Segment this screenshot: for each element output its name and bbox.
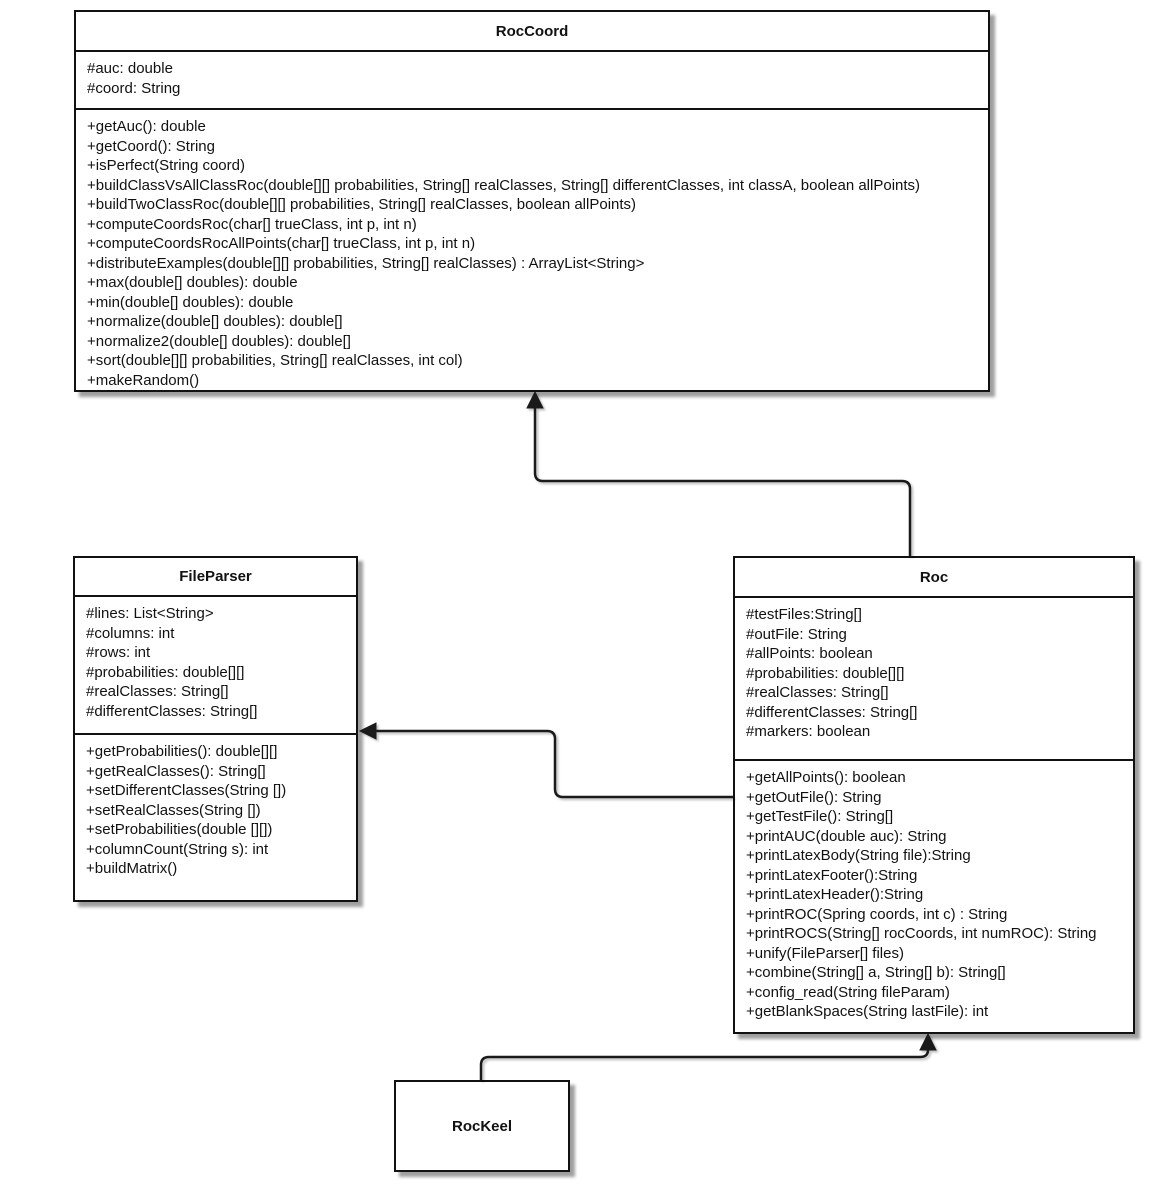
member-line: +min(double[] doubles): double: [87, 293, 294, 311]
member-line: +unify(FileParser[] files): [746, 944, 904, 962]
member-line: #lines: List<String>: [86, 605, 214, 622]
member-line: #probabilities: double[][]: [86, 663, 245, 681]
class-methods-roc: +getAllPoints(): boolean +getOutFile(): S…: [735, 759, 1133, 1032]
member-line: +setDifferentClasses(String []): [86, 782, 287, 799]
relation-line-roc-to-roccoord: [533, 406, 912, 556]
member-line: #differentClasses: String[]: [746, 703, 918, 721]
member-line: +config_read(String fileParam): [746, 983, 950, 1001]
class-title-roccoord: RocCoord: [495, 22, 569, 40]
member-line: #columns: int: [86, 624, 175, 642]
member-line: +printROC(Spring coords, int c) : String: [746, 905, 1008, 923]
class-title-rockeel: RocKeel: [451, 1117, 513, 1135]
arrowhead-icon: [526, 390, 544, 409]
class-box-roccoord: RocCoord #auc: double #coord: String +get…: [74, 10, 990, 392]
member-line: +getTestFile(): String[]: [746, 808, 894, 825]
member-line: +setProbabilities(double [][]): [86, 821, 273, 838]
member-line: #probabilities: double[][]: [746, 664, 905, 682]
member-line: +buildMatrix(): [86, 860, 178, 877]
member-line: +distributeExamples(double[][] probabili…: [87, 254, 645, 272]
relation-roc-to-roccoord: [526, 390, 912, 556]
class-attributes-roc: #testFiles:String[] #outFile: String #allP…: [735, 596, 1133, 759]
member-line: +makeRandom(): [87, 371, 200, 389]
member-line: #differentClasses: String[]: [86, 702, 258, 720]
class-title-roc: Roc: [919, 568, 949, 586]
relation-line-roc-to-fileparser: [376, 729, 733, 799]
member-line: +printLatexFooter():String: [746, 866, 918, 884]
member-line: +printROCS(String[] rocCoords, int numRO…: [746, 925, 1097, 942]
class-box-rockeel: RocKeel: [394, 1080, 570, 1172]
class-box-roc: Roc #testFiles:String[]#outFile: String#…: [733, 556, 1135, 1034]
member-line: +getAuc(): double: [87, 118, 206, 135]
class-box-fileparser: FileParser #lines: List<String> #columns:…: [73, 556, 358, 902]
member-line: +getOutFile(): String: [746, 788, 882, 806]
member-line: +getAllPoints(): boolean: [746, 769, 906, 786]
member-line: +max(double[] doubles): double: [87, 274, 298, 291]
member-line: +printLatexHeader():String: [746, 886, 924, 903]
member-line: +getBlankSpaces(String lastFile): int: [746, 1003, 989, 1020]
arrowhead-icon: [358, 722, 377, 740]
member-line: +getCoord(): String: [87, 137, 215, 155]
member-line: +isPerfect(String coord): [87, 157, 245, 174]
member-line: +printLatexBody(String file):String: [746, 847, 971, 864]
arrowhead-icon: [919, 1032, 937, 1051]
member-line: +getRealClasses(): String[]: [86, 762, 266, 780]
member-line: #coord: String: [87, 79, 181, 97]
member-line: #testFiles:String[]: [746, 606, 862, 623]
class-attributes-roccoord: #auc: double #coord: String: [76, 50, 988, 108]
member-line: #markers: boolean: [746, 723, 871, 740]
relation-roc-to-fileparser: [358, 722, 733, 799]
member-line: +setRealClasses(String []): [86, 801, 261, 819]
member-line: #outFile: String: [746, 625, 847, 643]
member-line: +computeCoordsRoc(char[] trueClass, int …: [87, 215, 417, 233]
member-line: +normalize2(double[] doubles): double[]: [87, 332, 351, 350]
member-line: +buildTwoClassRoc(double[][] probabiliti…: [87, 196, 637, 213]
member-line: +computeCoordsRocAllPoints(char[] trueCl…: [87, 235, 476, 252]
class-title-fileparser: FileParser: [179, 568, 252, 585]
member-line: +normalize(double[] doubles): double[]: [87, 313, 343, 330]
member-line: +columnCount(String s): int: [86, 840, 269, 858]
relation-line-rockeel-to-roc: [479, 1049, 930, 1080]
class-methods-roccoord: +getAuc(): double +getCoord(): String +isP…: [76, 108, 988, 390]
member-line: #realClasses: String[]: [746, 684, 889, 701]
member-line: +getProbabilities(): double[][]: [86, 743, 278, 760]
member-line: +buildClassVsAllClassRoc(double[][] prob…: [87, 176, 921, 194]
member-line: +sort(double[][] probabilities, String[]…: [87, 352, 463, 369]
relation-rockeel-to-roc: [479, 1032, 937, 1080]
class-attributes-fileparser: #lines: List<String> #columns: int #rows: …: [75, 595, 356, 733]
member-line: #auc: double: [87, 60, 173, 77]
member-line: +combine(String[] a, String[] b): String…: [746, 964, 1006, 981]
member-line: #rows: int: [86, 644, 151, 661]
class-methods-fileparser: +getProbabilities(): double[][] +getRealC…: [75, 733, 356, 900]
member-line: #realClasses: String[]: [86, 683, 229, 700]
member-line: #allPoints: boolean: [746, 645, 873, 662]
member-line: +printAUC(double auc): String: [746, 827, 947, 845]
